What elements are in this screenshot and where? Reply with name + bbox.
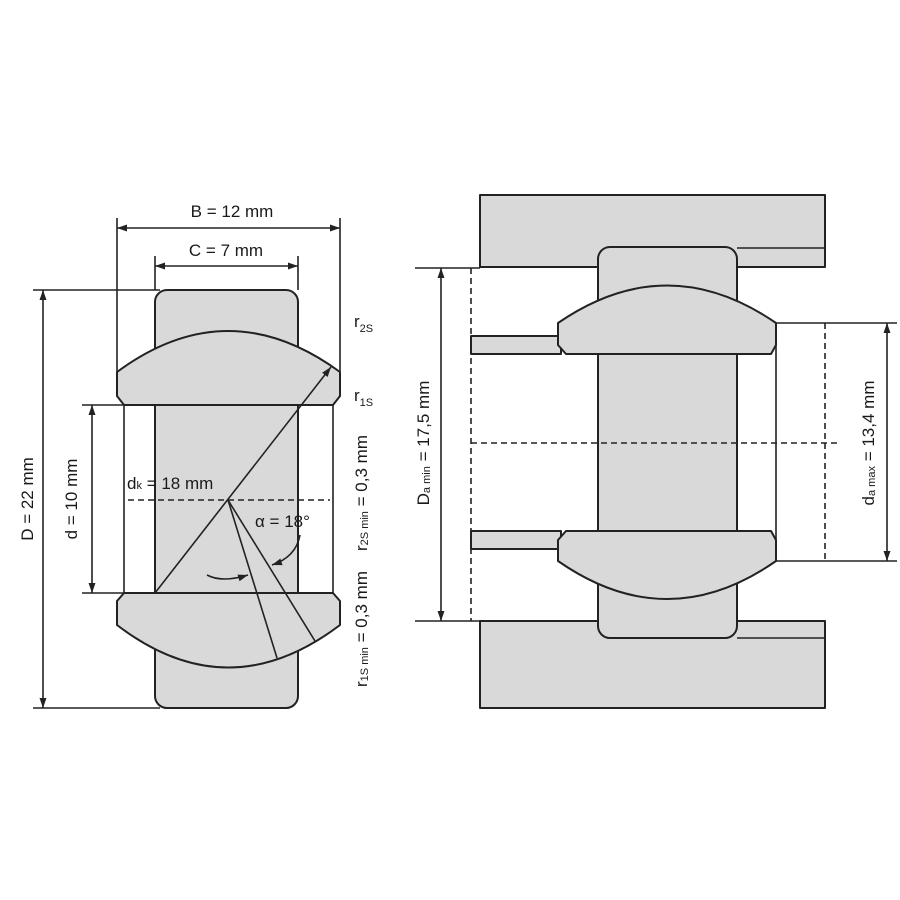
label-r1s-min: r1S min = 0,3 mm	[352, 571, 371, 687]
dim-dk	[154, 366, 332, 594]
label-r1s: r1S	[354, 386, 373, 409]
label-d: d = 10 mm	[62, 459, 81, 540]
right-view: Da min = 17,5 mm da max = 13,4 mm	[414, 194, 897, 709]
label-C: C = 7 mm	[189, 241, 263, 260]
label-dk: dk = 18 mm	[127, 474, 213, 493]
label-da: da max = 13,4 mm	[859, 381, 878, 506]
label-alpha: α = 18°	[255, 512, 310, 531]
shaft-shoulder-bottom	[470, 530, 562, 550]
alpha-arrow-right	[271, 534, 301, 566]
left-view: B = 12 mm C = 7 mm D = 22 mm d = 10 mm d…	[18, 202, 373, 709]
label-Da: Da min = 17,5 mm	[414, 381, 433, 506]
alpha-arrow-left	[206, 574, 249, 582]
inner-ring-bottom	[557, 530, 777, 600]
label-r2s-min: r2S min = 0,3 mm	[352, 435, 371, 551]
inner-ring-bottom	[116, 592, 341, 669]
label-D: D = 22 mm	[18, 457, 37, 541]
shaft-shoulder-top	[470, 335, 562, 355]
label-r2s: r2S	[354, 312, 373, 335]
inner-ring-top	[557, 284, 777, 355]
inner-ring-top	[116, 330, 341, 406]
label-B: B = 12 mm	[191, 202, 274, 221]
